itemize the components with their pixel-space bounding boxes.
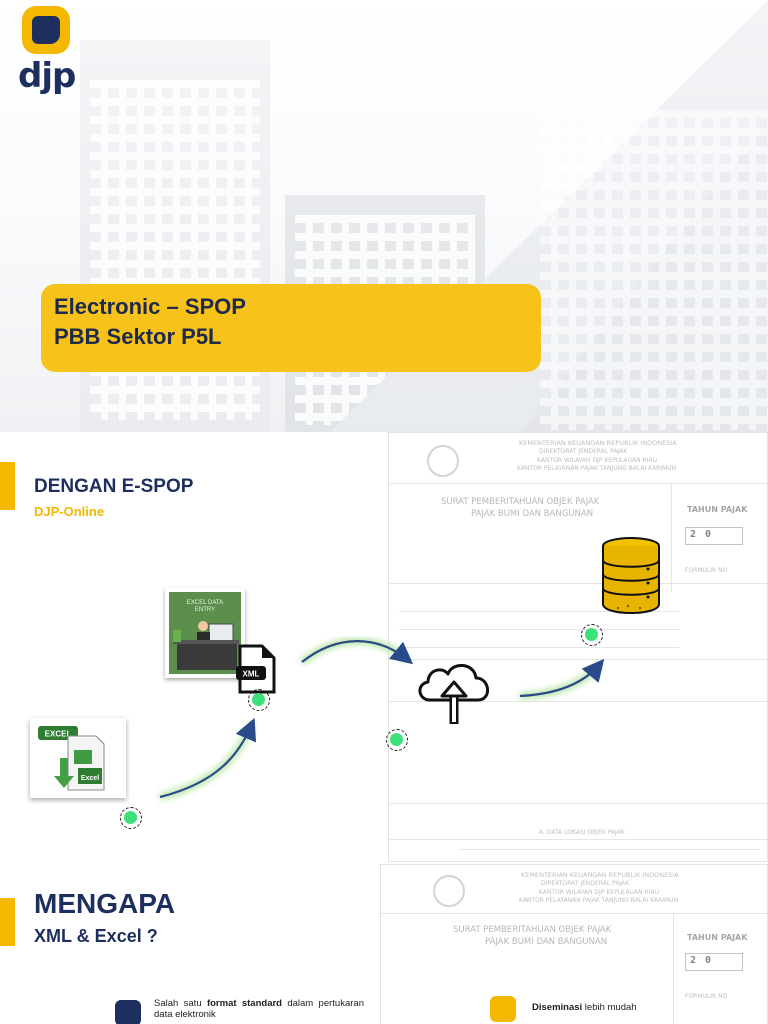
title-box: Electronic – SPOP PBB Sektor P5L [41,284,541,372]
form-kpp: KANTOR PELAYANAN PAJAK TANJUNG BALAI KAR… [517,465,677,472]
xml-file-label: XML [243,670,260,679]
title-line-2: PBB Sektor P5L [54,324,222,349]
tahun-digit-2: 0 [705,955,712,966]
section1-title: DENGAN E-SPOP [34,476,194,497]
tahun-pajak-label: TAHUN PAJAK [687,933,748,942]
form-header: KEMENTERIAN KEUANGAN REPUBLIK INDONESIA [519,439,677,447]
section2-subtitle: XML & Excel ? [34,926,158,946]
excel-file-icon: EXCEL Excel [38,726,105,791]
form-rule [389,803,768,804]
bullet-2-post: lebih mudah [582,1002,637,1013]
bullet-2-bold: Diseminasi [532,1002,583,1013]
flow-dot-entry [248,689,270,711]
flow-arrow-excel-to-entry-glow [159,722,256,801]
flow-arrow-xml-to-cloud [301,640,414,665]
djp-logo: djp [18,6,76,98]
flow-dot-excel [120,807,142,829]
excel-file-card: EXCEL Excel [30,718,126,798]
form-subtitle: PAJAK BUMI DAN BANGUNAN [471,509,594,519]
form-header: KEMENTERIAN KEUANGAN REPUBLIK INDONESIA [521,871,679,879]
database-icon [602,537,660,614]
form-title: SURAT PEMBERITAHUAN OBJEK PAJAK [453,925,612,935]
xml-file-icon: XML [236,644,276,694]
section1-accent-bar [0,462,15,510]
section2-accent-bar [0,898,15,946]
form-subtitle: PAJAK BUMI DAN BANGUNAN [485,937,608,947]
tahun-pajak-box [685,527,743,545]
djp-logo-mark [22,6,70,54]
flow-arrow-excel-to-entry [159,717,257,799]
flow-arrow-cloud-to-db [519,658,605,698]
flow-dot-form [386,729,408,751]
spop-form-background-2: KEMENTERIAN KEUANGAN REPUBLIK INDONESIA … [380,864,768,1024]
excel-file-label: Excel [81,775,99,782]
form-kanwil: KANTOR WILAYAH DJP KEPULAUAN RIAU [539,889,659,896]
form-dirjen: DIREKTORAT JENDERAL PAJAK [541,880,630,887]
form-dirjen: DIREKTORAT JENDERAL PAJAK [539,448,628,455]
form-divider [671,483,672,593]
form-rule [389,839,768,840]
data-entry-person-icon [173,621,239,670]
tahun-digit-1: 2 [690,955,697,966]
cloud-upload-icon [418,664,489,724]
section1-subtitle: DJP-Online [34,504,105,519]
flow-arrows [159,637,605,801]
formulir-no: FORMULIR NO [685,993,728,1000]
excel-data-entry-illustration: EXCEL DATA ENTRY [169,592,241,674]
excel-data-entry-label: EXCEL DATA ENTRY [186,600,224,613]
form-rule [399,611,679,612]
form-rule [389,483,768,484]
bullet-1-bold: format standard [206,998,282,1009]
form-divider [673,913,674,1024]
form-rule [399,647,679,648]
garuda-seal-icon [427,445,459,477]
form-rule [381,913,768,914]
excel-banner-label: EXCEL [45,730,72,739]
form-rule [459,849,759,850]
bullet-square-navy [115,1000,141,1024]
form-section-a: A. DATA LOKASI OBJEK PAJAK [539,829,625,836]
tahun-pajak-box [685,953,743,971]
tahun-pajak-label: TAHUN PAJAK [687,505,748,514]
title-slide: djp Electronic – SPOP PBB Sektor P5L [0,0,768,432]
formulir-no: FORMULIR NO [685,567,728,574]
bullet-1-post: dalam pertukaran data elektronik [154,998,364,1020]
title-line-1: Electronic – SPOP [54,294,246,319]
section2-title: MENGAPA [34,888,176,919]
tahun-digit-1: 2 [690,529,697,540]
form-rule [389,583,768,584]
flow-dot-database [581,624,603,646]
djp-logo-text: djp [18,56,76,96]
content-slide: KEMENTERIAN KEUANGAN REPUBLIK INDONESIA … [0,432,768,1024]
bullet-square-gold [490,996,516,1022]
garuda-seal-icon [433,875,465,907]
flow-arrow-cloud-to-db-glow [519,661,604,700]
bullet-1-pre: Salah satu [154,998,207,1009]
bullet-text-1: Salah satu format standard dalam pertuka… [154,998,364,1020]
bullet-text-2: Diseminasi lebih mudah [532,1002,682,1013]
spop-form-background: KEMENTERIAN KEUANGAN REPUBLIK INDONESIA … [388,432,768,862]
form-rule [389,659,768,660]
form-title: SURAT PEMBERITAHUAN OBJEK PAJAK [441,497,600,507]
form-kanwil: KANTOR WILAYAH DJP KEPULAUAN RIAU [537,457,657,464]
form-kpp: KANTOR PELAYANAN PAJAK TANJUNG BALAI KAR… [519,897,679,904]
form-rule [389,701,768,702]
excel-data-entry-card: EXCEL DATA ENTRY [165,588,245,678]
tahun-digit-2: 0 [705,529,712,540]
form-rule [399,629,679,630]
